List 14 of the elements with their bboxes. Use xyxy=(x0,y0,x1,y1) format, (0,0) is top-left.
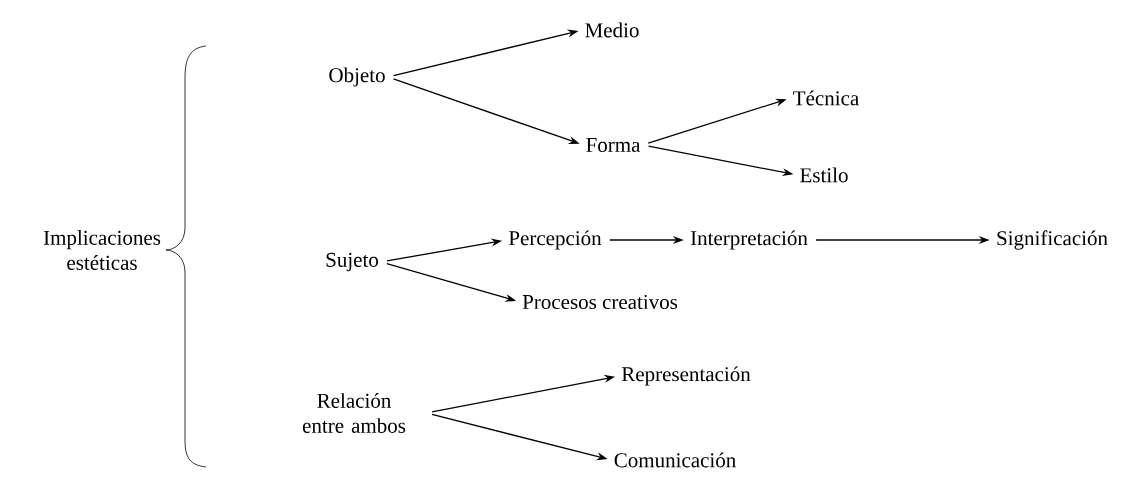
node-label: Percepción xyxy=(508,230,602,250)
node-label: Interpretación xyxy=(690,230,808,250)
node-label: Técnica xyxy=(793,90,859,106)
node-label: Objeto xyxy=(329,67,385,87)
node-label: Significación xyxy=(997,230,1108,250)
node-label: Medio xyxy=(585,22,639,38)
node-label: Implicaciones estéticas xyxy=(43,230,161,270)
node-label: Estilo xyxy=(800,167,848,183)
node-label: Representación xyxy=(621,366,751,386)
node-label: Relación entre ambos xyxy=(302,393,406,433)
node-label: Comunicación xyxy=(614,452,736,468)
node-label: Forma xyxy=(586,138,641,152)
node-label: Procesos creativos xyxy=(522,294,678,310)
node-label: Sujeto xyxy=(326,252,379,272)
